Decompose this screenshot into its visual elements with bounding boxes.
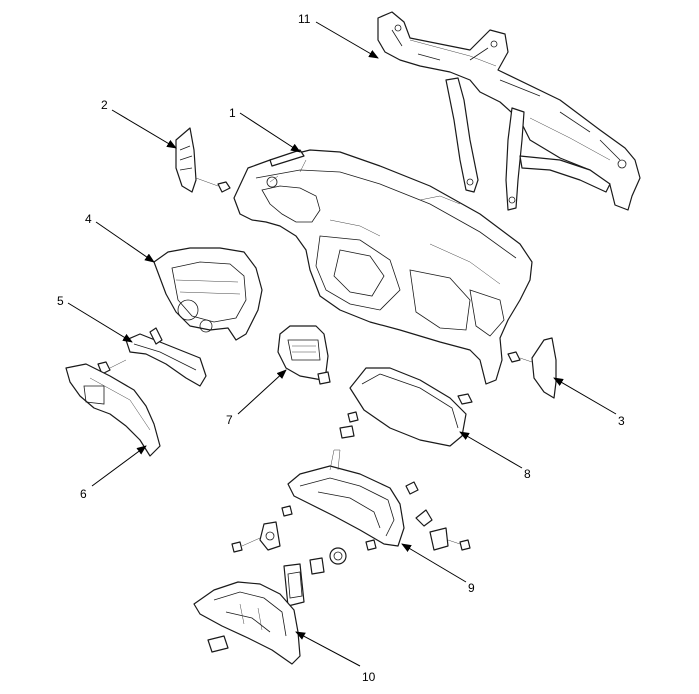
- leader-4: [95, 221, 155, 263]
- leader-3: [553, 377, 617, 415]
- part-5-lower-trim-strip: [97, 327, 207, 387]
- part-4-cluster-fascia: [153, 247, 263, 341]
- leader-6: [91, 445, 147, 487]
- label-11: 11: [298, 12, 311, 26]
- part-number-labels: 1 2 3 4 5 6 7 8 9 10 11: [57, 12, 625, 684]
- part-6-lower-panel: [65, 363, 161, 457]
- label-6: 6: [80, 487, 87, 501]
- part-8-glove-box-cover: [339, 367, 473, 447]
- part-2-side-cover-left: [175, 127, 231, 193]
- leader-8: [459, 431, 523, 469]
- part-1-main-crash-pad: [233, 149, 533, 385]
- leader-5: [67, 302, 133, 343]
- part-11-cowl-cross-bar: [377, 11, 641, 211]
- label-5: 5: [57, 294, 64, 308]
- leader-2: [111, 109, 177, 149]
- label-1: 1: [229, 106, 236, 120]
- part-7-center-housing: [277, 325, 331, 385]
- part-3-side-cover-right: [507, 337, 557, 399]
- label-2: 2: [101, 98, 108, 112]
- leader-7: [237, 369, 287, 415]
- leader-11: [315, 21, 379, 59]
- label-9: 9: [468, 581, 475, 595]
- part-9-glove-box-housing: [231, 449, 471, 607]
- label-10: 10: [362, 670, 376, 684]
- label-7: 7: [226, 413, 233, 427]
- label-3: 3: [618, 414, 625, 428]
- leader-9: [401, 543, 467, 583]
- leader-lines: [67, 21, 617, 667]
- part-10-glove-box: [193, 581, 301, 665]
- leader-10: [295, 631, 361, 667]
- label-4: 4: [85, 212, 92, 226]
- leader-1: [239, 112, 301, 153]
- label-8: 8: [524, 467, 531, 481]
